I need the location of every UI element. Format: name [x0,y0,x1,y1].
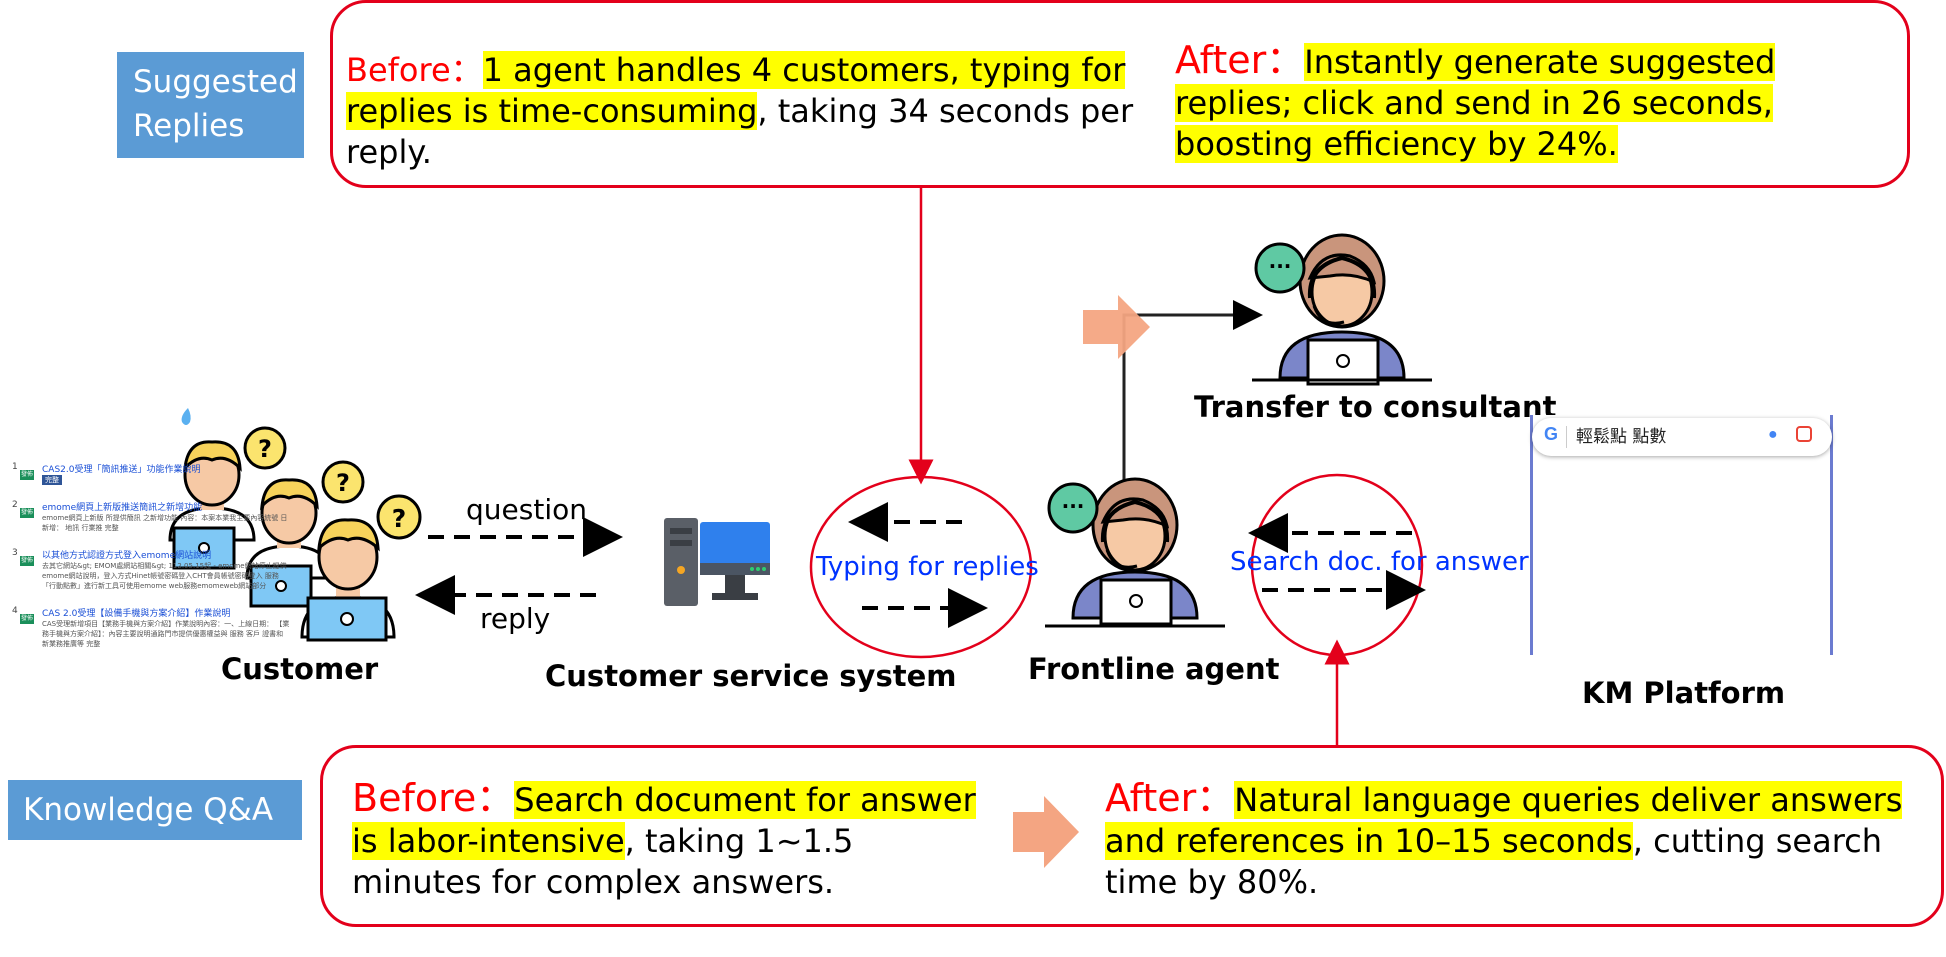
mic-icon[interactable]: ● [1768,426,1778,443]
suggested-before-text: Before：1 agent handles 4 customers, typi… [346,50,1146,173]
kqa-orange-arrow [1013,796,1079,868]
kqa-before-label: Before： [352,776,515,820]
kqa-after-rest: , cutting search time by 80%. [1105,822,1883,901]
km-result[interactable]: 1 發佈 CAS2.0受理「簡訊推送」功能作業說明 完整 [12,462,201,485]
before-rest: , taking 34 seconds per reply. [346,92,1134,171]
typing-ellipse [809,475,1033,659]
lens-icon[interactable] [1796,426,1812,442]
kqa-before-text: Before：Search document for answer is lab… [352,778,987,903]
question-label: question [466,493,587,526]
consultant-icon: ··· [1252,233,1432,386]
knowledge-qa-tag: Knowledge Q&A [8,780,302,840]
reply-label: reply [480,602,551,635]
svg-text:···: ··· [1269,254,1292,278]
suggested-replies-tag: Suggested Replies [117,52,304,158]
km-result-title[interactable]: emome網頁上新版推送簡訊之新增功能 [42,503,203,513]
km-result[interactable]: 3 發佈 以其他方式認證方式登入emome網站說明 去其它網站&gt; EMOM… [12,548,287,590]
km-result-title[interactable]: CAS2.0受理「簡訊推送」功能作業說明 [42,465,201,475]
customer-label: Customer [221,652,379,686]
computer-icon [664,518,770,606]
km-result[interactable]: 4 發佈 CAS 2.0受理【設備手機與方案介紹】作業說明 CAS受理新增項目【… [12,606,290,648]
km-result-title[interactable]: CAS 2.0受理【設備手機與方案介紹】作業說明 [42,609,231,619]
suggested-after-text: After：Instantly generate suggested repli… [1175,40,1900,165]
consultant-label: Transfer to consultant [1194,390,1557,424]
kqa-before-rest: , taking 1~1.5 minutes for complex answe… [352,822,854,901]
typing-label: Typing for replies [816,552,1039,582]
svg-text:?: ? [336,469,350,497]
search-ellipse [1250,473,1424,657]
km-result[interactable]: 2 發佈 emome網頁上新版推送簡訊之新增功能 emome網頁上新版 所提供簡… [12,500,288,532]
after-label: After： [1175,38,1305,82]
system-label: Customer service system [545,659,957,693]
km-result-title[interactable]: 以其他方式認證方式登入emome網站說明 [42,551,212,561]
svg-text:?: ? [392,504,407,533]
km-label: KM Platform [1582,676,1786,710]
google-g-icon: G [1544,424,1559,444]
search-label: Search doc. for answer [1230,547,1529,577]
before-label: Before： [346,51,483,89]
frontline-agent-icon: ··· [1045,477,1225,628]
transfer-orange-arrow [1083,295,1150,359]
svg-text:···: ··· [1062,494,1085,518]
kqa-after-label: After： [1105,776,1235,820]
customer-icon-group: ? ? ? [168,408,422,642]
kqa-after-text: After：Natural language queries deliver a… [1105,778,1925,903]
km-search-query: 輕鬆點 點數 [1576,427,1667,447]
agent-label: Frontline agent [1028,652,1280,686]
svg-text:?: ? [258,435,272,463]
km-search-bar[interactable]: G 輕鬆點 點數 ● [1532,418,1832,456]
